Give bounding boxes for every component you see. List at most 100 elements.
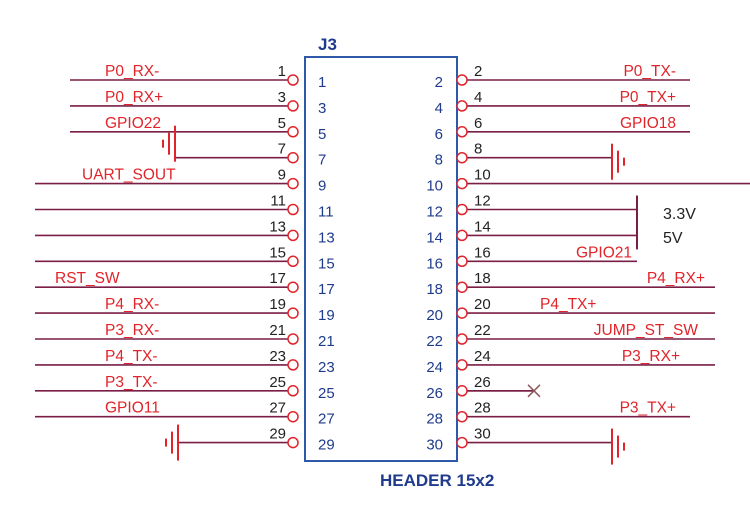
pin-circle: [287, 100, 299, 112]
net-label: GPIO21: [576, 244, 632, 261]
ground-icon: [611, 428, 625, 465]
pin-number-outer: 15: [269, 244, 286, 261]
ground-icon: [162, 125, 176, 162]
pin-number-outer: 12: [474, 193, 491, 210]
pin-number-inner: 2: [435, 74, 443, 91]
no-connect-icon: [527, 384, 541, 398]
pin-circle: [287, 177, 299, 190]
net-label: P4_RX+: [647, 270, 705, 287]
pin-number-outer: 10: [474, 167, 491, 184]
pin-circle: [287, 203, 299, 216]
symbol-layer: [162, 125, 638, 465]
pin-number-inner: 27: [318, 411, 335, 428]
pin-number-inner: 16: [426, 255, 443, 272]
pin-number-outer: 5: [278, 115, 286, 132]
pin-number-outer: 2: [474, 63, 482, 80]
pin-number-outer: 14: [474, 218, 491, 235]
pin-number-inner: 19: [318, 307, 335, 324]
net-label: P3_RX-: [105, 322, 159, 339]
pin-circle: [456, 74, 468, 86]
pin-circle: [287, 151, 299, 164]
pin-circle: [287, 255, 299, 268]
pin-circle: [456, 281, 468, 293]
pin-number-outer: 22: [474, 322, 491, 339]
pin-number-inner: 14: [426, 229, 443, 246]
net-label: P3_TX-: [105, 374, 158, 391]
pin-number-outer: 28: [474, 400, 491, 417]
pin-number-outer: 17: [269, 270, 286, 287]
net-label: GPIO18: [620, 115, 676, 132]
pin-circle: [287, 436, 299, 449]
ground-icon: [165, 424, 179, 461]
pin-number-inner: 25: [318, 385, 335, 402]
pin-circle: [456, 100, 468, 112]
pin-circle: [456, 151, 468, 164]
pin-number-inner: 23: [318, 359, 335, 376]
pin-number-inner: 22: [426, 333, 443, 350]
net-label: P4_TX+: [540, 296, 596, 313]
pin-number-inner: 24: [426, 359, 443, 376]
pin-circle: [287, 410, 299, 423]
pin-circle: [287, 74, 299, 86]
pin-circle: [456, 410, 468, 423]
pin-number-inner: 8: [435, 152, 443, 169]
pin-number-inner: 7: [318, 152, 326, 169]
pin-circle: [456, 126, 468, 138]
pin-circle: [456, 307, 468, 319]
pin-circle: [287, 307, 299, 319]
pin-number-outer: 19: [269, 296, 286, 313]
pin-number-outer: 30: [474, 426, 491, 443]
pin-number-inner: 21: [318, 333, 335, 350]
pin-circle: [456, 359, 468, 371]
wire-layer: [35, 79, 750, 444]
net-label: JUMP_ST_SW: [594, 322, 699, 339]
net-label: GPIO22: [105, 115, 161, 132]
net-label: UART_SOUT: [82, 167, 176, 184]
pin-circle: [287, 281, 299, 293]
pin-number-inner: 4: [435, 100, 443, 117]
pin-circle: [456, 333, 468, 345]
pin-circle: [287, 333, 299, 345]
pin-circle: [456, 203, 468, 216]
pin-circle: [456, 436, 468, 449]
pin-number-outer: 8: [474, 141, 482, 158]
pin-number-inner: 29: [318, 437, 335, 454]
net-label: P4_RX-: [105, 296, 159, 313]
pin-number-outer: 23: [269, 348, 286, 365]
pin-circle: [287, 126, 299, 138]
net-label: P0_TX+: [620, 89, 676, 106]
pin-layer: 1133557799111113131515171719192121232325…: [228, 63, 532, 454]
pin-number-inner: 28: [426, 411, 443, 428]
pin-number-outer: 27: [269, 400, 286, 417]
pin-circle: [456, 385, 468, 397]
ground-icon: [611, 143, 625, 180]
pin-number-inner: 12: [426, 204, 443, 221]
pin-number-outer: 21: [269, 322, 286, 339]
pin-number-inner: 26: [426, 385, 443, 402]
pin-number-outer: 11: [270, 193, 286, 210]
pin-circle: [456, 255, 468, 268]
net-label: P4_TX-: [105, 348, 158, 365]
net-label: P0_TX-: [623, 63, 676, 80]
net-label-layer: P0_RX-P0_RX+GPIO22UART_SOUTRST_SWP4_RX-P…: [55, 63, 705, 417]
pin-circle: [456, 229, 468, 242]
pin-number-outer: 9: [278, 167, 286, 184]
net-label: RST_SW: [55, 270, 120, 287]
pin-number-outer: 4: [474, 89, 482, 106]
pin-number-outer: 13: [269, 218, 286, 235]
net-label: P3_RX+: [622, 348, 680, 365]
power-label-3v3: 3.3V: [663, 206, 696, 223]
pin-number-outer: 3: [278, 89, 286, 106]
pin-number-inner: 18: [426, 281, 443, 298]
pin-circle: [287, 229, 299, 242]
pin-circle: [287, 385, 299, 397]
pin-number-outer: 24: [474, 348, 491, 365]
power-label-5v: 5V: [663, 230, 683, 247]
pin-number-outer: 1: [278, 63, 286, 80]
pin-number-inner: 13: [318, 229, 335, 246]
net-label: P3_TX+: [620, 400, 676, 417]
pin-number-outer: 16: [474, 244, 491, 261]
pin-number-outer: 25: [269, 374, 286, 391]
pin-number-inner: 10: [426, 178, 443, 195]
